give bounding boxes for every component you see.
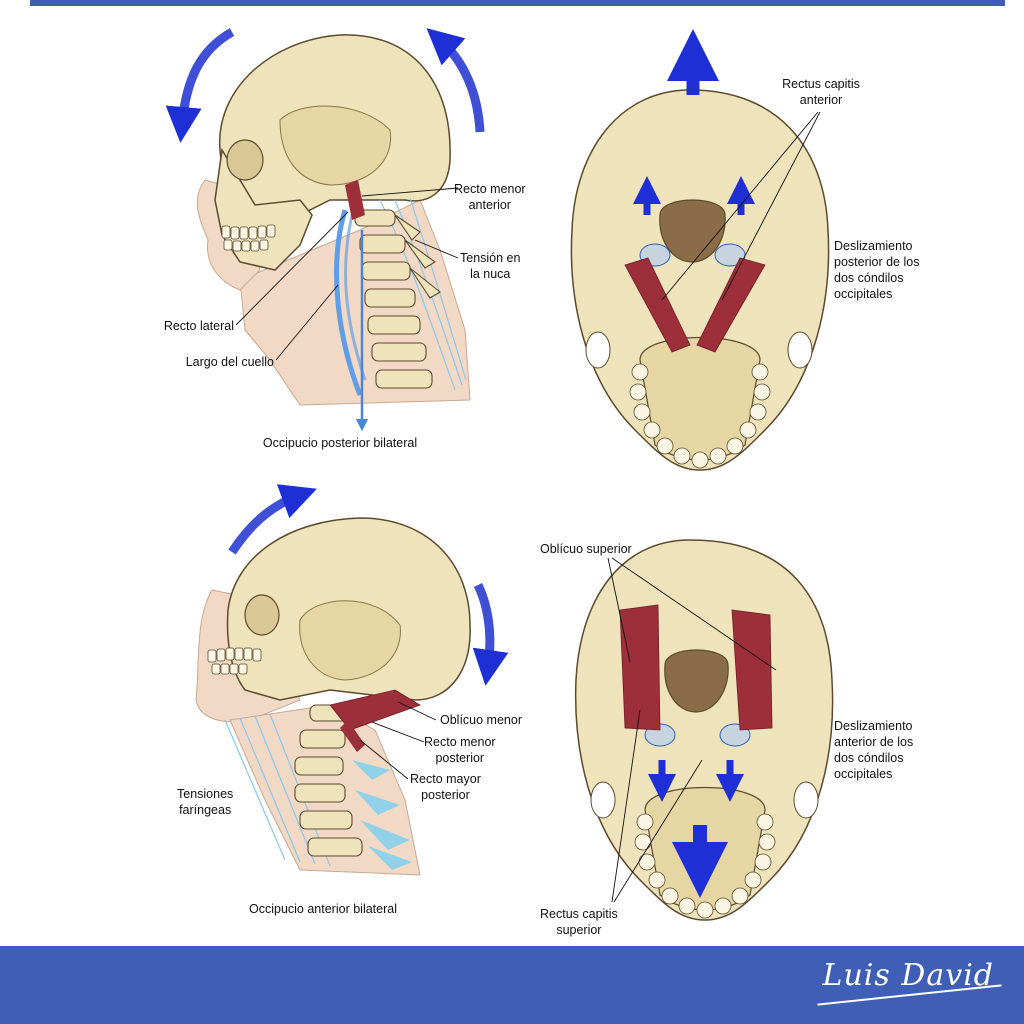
leader-lines-3 <box>359 701 437 780</box>
label-rectus-capitis-anterior: Rectus capitis anterior <box>782 77 860 107</box>
rectus-minor-anterior <box>345 180 365 220</box>
label-obliquo-menor: Oblícuo menor <box>440 713 522 727</box>
face-bones <box>214 147 313 271</box>
rotation-arrow-down <box>472 583 509 686</box>
inferior-skull-anterior <box>574 539 834 921</box>
top-rule <box>30 0 1005 6</box>
foramen-magnum <box>659 199 726 263</box>
orbit <box>226 139 264 181</box>
footer-banner <box>0 946 1024 1024</box>
label-tension-nuca: Tensión en la nuca <box>460 251 521 281</box>
leader-lines <box>235 187 459 361</box>
label-deslizamiento-anterior: Deslizamiento anterior de los dos cóndil… <box>834 719 914 781</box>
label-recto-mayor-posterior: Recto mayor posterior <box>410 772 481 802</box>
rotation-arrow-left <box>165 28 235 143</box>
label-occipucio-anterior: Occipucio anterior bilateral <box>249 902 397 916</box>
teeth-3 <box>207 647 262 675</box>
label-recto-menor-posterior: Recto menor posterior <box>424 735 496 765</box>
lateral-skull-posterior <box>165 28 485 432</box>
label-occipucio-posterior: Occipucio posterior bilateral <box>262 436 418 450</box>
label-recto-lateral: Recto lateral <box>163 319 234 333</box>
upper-teeth-ring-4 <box>634 813 776 919</box>
label-deslizamiento-posterior: Deslizamiento posterior de los dos cóndi… <box>834 239 920 301</box>
label-largo-cuello: Largo del cuello <box>185 355 274 369</box>
cervical-spine <box>354 209 441 389</box>
rectus-anterior-left <box>624 257 691 353</box>
label-rectus-capitis-superior: Rectus capitis superior <box>540 907 618 937</box>
cervical-spine-3 <box>294 704 363 857</box>
label-recto-menor-anterior: Recto menor anterior <box>454 182 526 212</box>
lateral-skull-anterior <box>195 484 509 876</box>
temporal-shade <box>279 105 392 186</box>
longus-colli <box>334 209 363 396</box>
rotation-arrow-right <box>426 28 485 133</box>
obliquus-superior-left <box>619 604 661 731</box>
inferior-skull-posterior <box>570 29 830 471</box>
interspinous-ligaments <box>352 760 412 870</box>
rectus-anterior-right <box>696 257 766 353</box>
leader-lines-2 <box>661 111 821 301</box>
label-tensiones-faringeas: Tensiones faríngeas <box>177 787 234 817</box>
obliquus-superior-right <box>731 609 773 731</box>
suboccipital-muscles <box>329 689 421 731</box>
rotation-arrow-top <box>228 484 317 555</box>
upper-teeth-ring <box>629 363 771 469</box>
label-obliquo-superior: Oblícuo superior <box>540 542 632 556</box>
leader-lines-4 <box>607 557 777 903</box>
teeth <box>221 224 276 252</box>
